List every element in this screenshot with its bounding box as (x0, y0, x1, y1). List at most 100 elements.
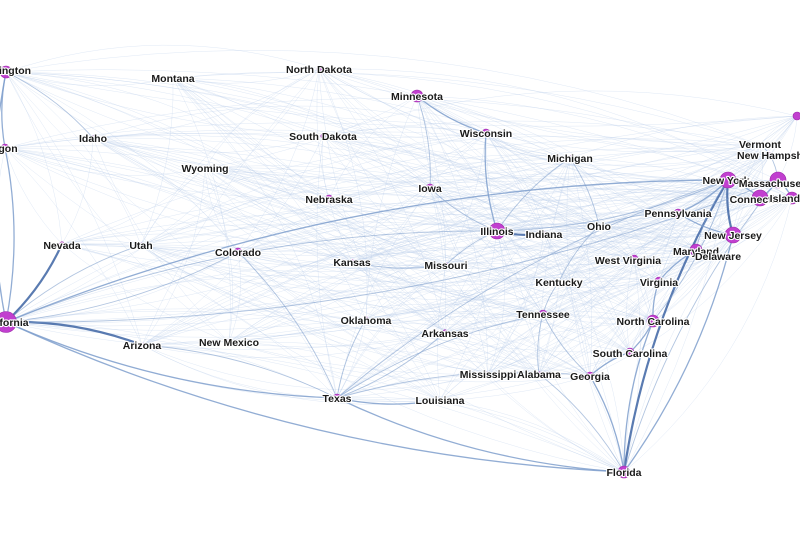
node-kansas (349, 259, 355, 265)
graph-edge (228, 197, 761, 343)
graph-edge (589, 197, 793, 377)
node-texas (332, 393, 342, 403)
graph-edge (204, 167, 431, 196)
edge-texas-tennessee (336, 313, 544, 399)
graph-edge (204, 167, 679, 229)
graph-edge (336, 351, 631, 400)
graph-edge (316, 135, 338, 399)
graph-edge (487, 373, 625, 473)
graph-edge (5, 311, 540, 375)
graph-edge (228, 341, 441, 401)
graph-edge (365, 318, 591, 377)
graph-edge (228, 341, 489, 375)
graph-edge (351, 261, 631, 353)
node-minnesota (410, 89, 424, 103)
graph-edge (365, 212, 679, 320)
edge-illinois-michigan (496, 157, 571, 232)
graph-edge (543, 233, 660, 282)
graph-edge (633, 197, 793, 260)
graph-edge (439, 212, 679, 401)
label-michigan: Michigan (547, 153, 593, 165)
graph-edge (487, 233, 545, 375)
graph-edge (228, 251, 241, 343)
graph-edge (429, 187, 715, 257)
graph-edge (140, 244, 660, 301)
graph-edge (172, 68, 320, 84)
graph-edge (204, 165, 600, 227)
graph-edge (351, 212, 679, 263)
graph-edge (5, 71, 338, 399)
graph-edge (351, 190, 793, 263)
graph-edge (172, 77, 545, 235)
graph-edge (204, 68, 320, 169)
graph-edge (141, 344, 489, 391)
graph-edge (365, 313, 544, 325)
edge-washington-idaho (5, 71, 94, 139)
graph-edge (322, 120, 761, 146)
edge-texas-new-york (336, 179, 729, 399)
graph-edge (322, 90, 798, 137)
graph-edge (538, 212, 679, 375)
graph-edge (140, 132, 487, 246)
label-ohio: Ohio (587, 221, 611, 233)
node-new-york (719, 171, 737, 189)
graph-edge (141, 132, 487, 346)
edge-california-florida (5, 321, 625, 473)
graph-edge (543, 233, 631, 353)
graph-edge (322, 131, 571, 159)
graph-edge (318, 68, 793, 199)
label-nevada: Nevada (43, 240, 81, 252)
label-idaho: Idaho (79, 133, 107, 145)
graph-edge (204, 167, 233, 343)
graph-edge (141, 144, 761, 346)
graph-edge (92, 105, 487, 139)
label-maryland: Maryland (673, 246, 719, 258)
graph-edge (61, 243, 631, 353)
node-north-dakota (316, 66, 322, 72)
label-new-hampshire: New Hampsh (737, 150, 800, 162)
graph-edge (5, 212, 679, 323)
node-wisconsin (481, 128, 491, 138)
graph-edge (318, 68, 715, 257)
graph-edge (629, 154, 771, 353)
label-west-virginia: West Virginia (595, 255, 661, 267)
graph-edge (558, 255, 715, 283)
node-nebraska (324, 194, 334, 204)
graph-edge (4, 147, 143, 346)
graph-edge (444, 179, 779, 333)
graph-edge (321, 135, 330, 200)
graph-edge (228, 154, 771, 343)
graph-edge (237, 144, 761, 253)
graph-edge (4, 122, 487, 149)
graph-edge (228, 264, 447, 343)
graph-edge (318, 68, 544, 315)
graph-edge (429, 172, 761, 199)
graph-edge (204, 167, 591, 377)
graph-edge (92, 137, 697, 251)
graph-edge (5, 251, 239, 323)
graph-edge (204, 167, 635, 260)
graph-edge (485, 132, 654, 322)
edge-california-massachusetts (5, 179, 779, 323)
graph-edge (328, 198, 446, 333)
graph-edge (141, 179, 779, 346)
graph-edge (439, 399, 625, 473)
graph-edge (172, 77, 431, 189)
graph-edge (322, 135, 431, 189)
graph-edge (351, 157, 571, 263)
graph-edge (542, 280, 660, 315)
label-new-york: New York (703, 175, 750, 187)
graph-edge (172, 71, 779, 181)
label-louisiana: Louisiana (415, 395, 464, 407)
node-new-jersey (724, 226, 742, 244)
graph-edge (365, 253, 715, 320)
label-pennsylvania: Pennsylvania (644, 208, 711, 220)
label-florida: Florida (606, 467, 641, 479)
graph-edge (542, 313, 625, 473)
graph-edge (445, 132, 487, 266)
graph-edge (569, 157, 654, 322)
graph-edge (237, 157, 571, 253)
graph-edge (237, 251, 625, 473)
label-rhode-island: Island (770, 193, 800, 205)
